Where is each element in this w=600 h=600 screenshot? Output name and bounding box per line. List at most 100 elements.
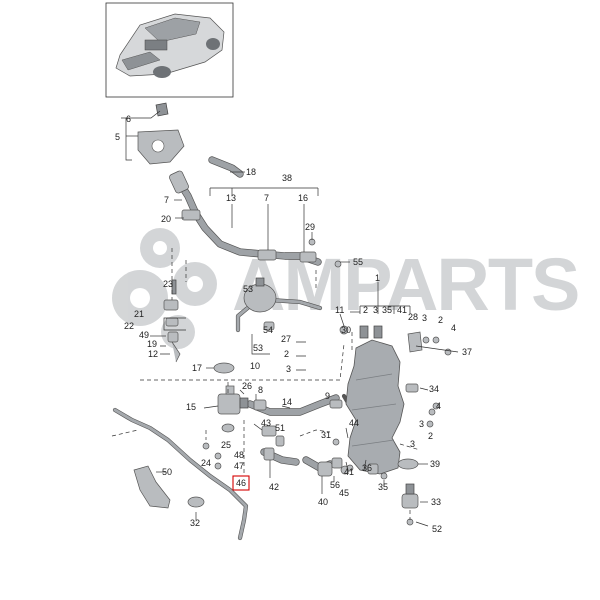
part-bracket-50	[133, 465, 171, 509]
part-sensor-33	[401, 483, 419, 509]
part-neck-7	[169, 170, 189, 194]
label-6[interactable]: 6	[126, 114, 131, 124]
label-29[interactable]: 29	[305, 222, 315, 232]
label-20[interactable]: 20	[161, 214, 171, 224]
part-bolt-45	[346, 464, 354, 472]
label-3[interactable]: 3	[373, 305, 378, 315]
label-53[interactable]: 53	[243, 284, 253, 294]
part-valve-stack-21	[163, 279, 179, 343]
label-27[interactable]: 27	[281, 334, 291, 344]
part-bolt-37	[444, 348, 452, 356]
label-46[interactable]: 46	[236, 478, 246, 488]
label-1[interactable]: 1	[375, 273, 380, 283]
part-valve-15	[217, 385, 249, 415]
label-12[interactable]: 12	[148, 349, 158, 359]
label-2b[interactable]: 2	[428, 431, 433, 441]
label-44[interactable]: 44	[349, 418, 359, 428]
part-bracket-5	[137, 129, 185, 165]
label-40[interactable]: 40	[318, 497, 328, 507]
label-37[interactable]: 37	[462, 347, 472, 357]
part-clamp-36	[367, 463, 379, 475]
part-fitting-43	[261, 425, 285, 447]
label-8[interactable]: 8	[258, 385, 263, 395]
label-41b[interactable]: 41	[344, 467, 354, 477]
label-21[interactable]: 21	[134, 309, 144, 319]
part-bolt-55	[334, 260, 342, 268]
label-43[interactable]: 43	[261, 418, 271, 428]
label-49[interactable]: 49	[139, 330, 149, 340]
label-4[interactable]: 4	[451, 323, 456, 333]
label-39[interactable]: 39	[430, 459, 440, 469]
part-oring-25	[221, 423, 235, 433]
label-54[interactable]: 54	[263, 325, 273, 335]
label-9[interactable]: 9	[325, 391, 330, 401]
label-22[interactable]: 22	[124, 321, 134, 331]
part-fuel-tank	[345, 325, 405, 475]
label-18[interactable]: 18	[246, 167, 256, 177]
label-53b[interactable]: 53	[253, 343, 263, 353]
part-connector-16	[299, 251, 317, 263]
part-bolt-47	[214, 462, 222, 470]
label-3e[interactable]: 3	[410, 439, 415, 449]
label-24[interactable]: 24	[201, 458, 211, 468]
label-45[interactable]: 45	[339, 488, 349, 498]
label-36[interactable]: 36	[362, 463, 372, 473]
part-bolt-3b	[428, 408, 436, 416]
label-2-mid[interactable]: 2	[284, 349, 289, 359]
label-15[interactable]: 15	[186, 402, 196, 412]
label-30[interactable]: 30	[341, 325, 351, 335]
label-41[interactable]: 41	[397, 305, 407, 315]
label-48[interactable]: 48	[234, 450, 244, 460]
label-2[interactable]: 2	[363, 305, 368, 315]
label-42[interactable]: 42	[269, 482, 279, 492]
label-38[interactable]: 38	[282, 173, 292, 183]
label-3-mid[interactable]: 3	[286, 364, 291, 374]
label-31[interactable]: 31	[321, 430, 331, 440]
label-2c[interactable]: 2	[438, 315, 443, 325]
label-17[interactable]: 17	[192, 363, 202, 373]
label-55[interactable]: 55	[353, 257, 363, 267]
part-bracket-28	[407, 331, 440, 353]
label-3b[interactable]: 3	[419, 419, 424, 429]
label-7b[interactable]: 7	[264, 193, 269, 203]
label-35b[interactable]: 35	[378, 482, 388, 492]
part-clamp-8	[253, 399, 267, 411]
label-26[interactable]: 26	[242, 381, 252, 391]
label-35[interactable]: 35	[382, 305, 392, 315]
label-32[interactable]: 32	[190, 518, 200, 528]
label-19[interactable]: 19	[147, 339, 157, 349]
label-34[interactable]: 34	[429, 384, 439, 394]
label-13[interactable]: 13	[226, 193, 236, 203]
part-bolt-2b	[426, 420, 434, 428]
label-7[interactable]: 7	[164, 195, 169, 205]
part-connector-7	[257, 249, 277, 261]
label-3c[interactable]: 3	[422, 313, 427, 323]
part-bolt-35b	[380, 472, 388, 480]
label-56[interactable]: 56	[330, 480, 340, 490]
car-rear-view-icon	[115, 13, 225, 78]
label-4b[interactable]: 4	[436, 401, 441, 411]
part-bolt-31	[332, 438, 340, 446]
label-23[interactable]: 23	[163, 279, 173, 289]
label-28[interactable]: 28	[408, 312, 418, 322]
part-oring-32	[187, 496, 205, 508]
part-bolt-48	[214, 452, 222, 460]
part-bolt-4b	[432, 402, 440, 410]
part-canister-54	[243, 277, 277, 331]
part-oring-39	[397, 458, 419, 470]
label-14[interactable]: 14	[282, 397, 292, 407]
label-52[interactable]: 52	[432, 524, 442, 534]
label-47[interactable]: 47	[234, 461, 244, 471]
label-11[interactable]: 11	[335, 305, 344, 315]
leader-lines	[111, 110, 459, 527]
label-25[interactable]: 25	[221, 440, 231, 450]
label-5[interactable]: 5	[115, 132, 120, 142]
part-clamp-34	[405, 383, 419, 393]
label-10[interactable]: 10	[250, 361, 260, 371]
part-clip-6	[155, 102, 169, 117]
label-51[interactable]: 51	[275, 423, 285, 433]
label-16[interactable]: 16	[298, 193, 308, 203]
part-hose-12	[171, 341, 181, 363]
label-50[interactable]: 50	[162, 467, 172, 477]
label-33[interactable]: 33	[431, 497, 441, 507]
